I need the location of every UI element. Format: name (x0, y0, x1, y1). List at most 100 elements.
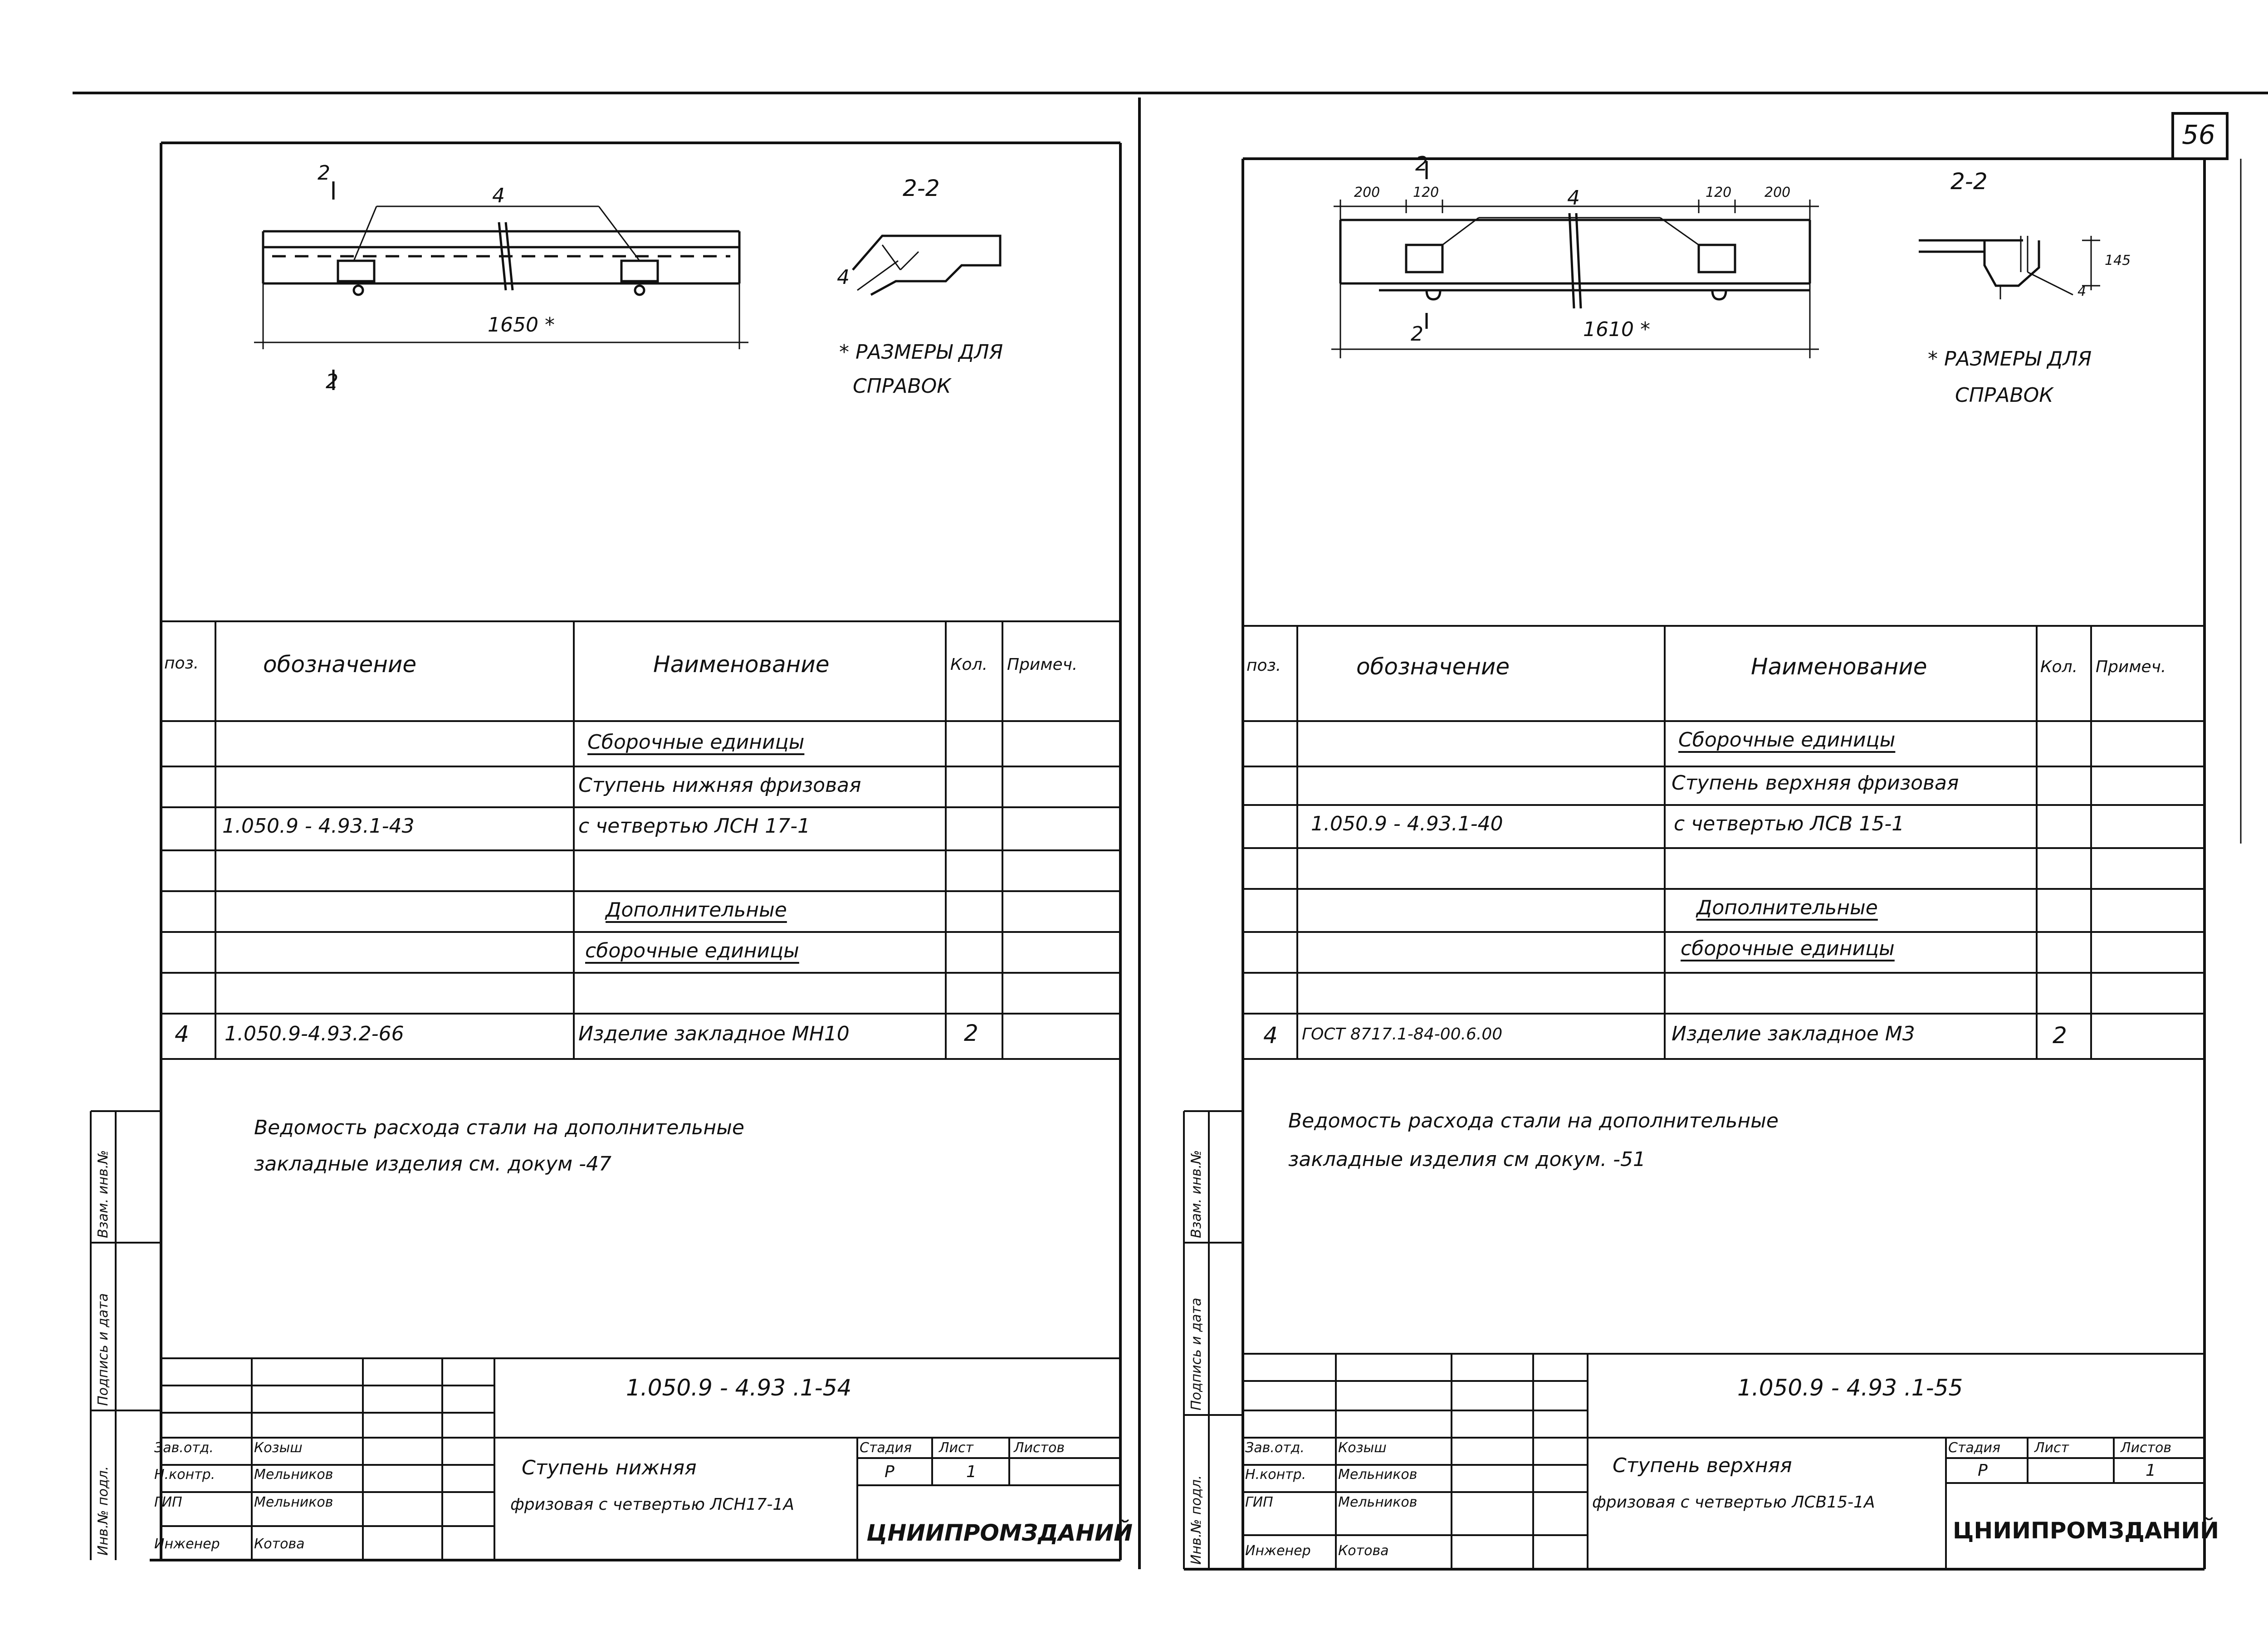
right-steel-note-line1: Ведомость расхода стали на дополнительны… (1288, 1109, 1779, 1132)
right-side-label-inv: Инв.№ подл. (1188, 1475, 1204, 1565)
left-row-designation: 1.050.9 - 4.93.1-43 (222, 815, 415, 838)
left-section-drawing (852, 234, 1002, 296)
left-stamp-code: 1.050.9 - 4.93 .1-54 (626, 1375, 852, 1401)
left-callout: 4 (492, 184, 505, 207)
right-side-label-sign: Подпись и дата (1188, 1298, 1204, 1411)
left-cut-mark-top: 2 (318, 161, 330, 185)
right-stamp-code: 1.050.9 - 4.93 .1-55 (1737, 1375, 1963, 1401)
right-row-pos: 4 (1263, 1022, 1278, 1049)
right-stamp-stage-label: Стадия (1948, 1440, 2001, 1456)
right-steel-note-line2: закладные изделия см докум. -51 (1288, 1148, 1646, 1171)
right-title-block-lines (1243, 1353, 2204, 1569)
right-note-line2: СПРАВОК (1955, 384, 2053, 407)
right-section-drawing (1919, 236, 2100, 299)
right-row-name: Сборочные единицы (1678, 728, 1896, 751)
left-stamp-role: Инженер (154, 1536, 220, 1552)
right-dimension: 1610 * (1583, 318, 1650, 341)
right-stamp-sheet-label: Лист (2034, 1440, 2069, 1456)
right-stamp-person: Котова (1338, 1543, 1389, 1559)
left-stamp-person: Козыш (254, 1440, 303, 1456)
left-stamp-title-line2: фризовая с четвертью ЛСН17-1А (510, 1495, 794, 1514)
right-stamp-title-line1: Ступень верхняя (1613, 1454, 1792, 1477)
right-row-name: Изделие закладное М3 (1672, 1022, 1915, 1045)
right-dim: 4 (2077, 283, 2087, 299)
right-side-label-replace: Взам. инв.№ (1188, 1150, 1204, 1238)
right-row-qty: 2 (2053, 1022, 2067, 1049)
left-stamp-sheets-label: Листов (1014, 1440, 1065, 1456)
right-stamp-sheet: 1 (2146, 1461, 2156, 1480)
right-cut-mark-bottom: 2 (1411, 322, 1423, 346)
right-stamp-person: Козыш (1338, 1440, 1387, 1456)
left-stamp-role: ГИП (154, 1494, 182, 1510)
left-stamp-sheet-label: Лист (939, 1440, 974, 1456)
right-stamp-stage: Р (1978, 1461, 1988, 1480)
right-row-name: Ступень верхняя фризовая (1672, 771, 1959, 795)
right-stamp-role: Зав.отд. (1245, 1440, 1305, 1456)
right-row-name: Дополнительные (1696, 896, 1878, 919)
right-dim: 145 (2105, 253, 2131, 268)
right-dim: 200 (1354, 185, 1380, 200)
left-side-label-replace: Взам. инв.№ (95, 1150, 111, 1238)
right-stamp-title-line2: фризовая с четвертью ЛСВ15-1А (1592, 1493, 1875, 1512)
left-stamp-role: Н.контр. (154, 1467, 215, 1483)
right-dim: 200 (1765, 185, 1791, 200)
left-row-name: Сборочные единицы (587, 731, 805, 754)
right-stamp-role: Инженер (1245, 1543, 1311, 1559)
left-side-strip (90, 1110, 161, 1560)
left-row-name: Изделие закладное МН10 (578, 1022, 850, 1045)
right-header-pos: поз. (1246, 656, 1281, 675)
left-side-label-sign: Подпись и дата (95, 1293, 111, 1406)
left-stamp-title-line1: Ступень нижняя (522, 1456, 697, 1479)
left-row-qty: 2 (964, 1020, 978, 1046)
left-header-qty: Кол. (950, 655, 988, 674)
right-callout: 4 (1567, 186, 1580, 210)
left-note-line2: СПРАВОК (853, 375, 951, 398)
left-section-callout: 4 (837, 266, 850, 289)
left-stamp-person: Котова (254, 1536, 305, 1552)
left-row-pos: 4 (175, 1021, 189, 1047)
left-stamp-org: ЦНИИПРОМЗДАНИЙ (866, 1520, 1133, 1546)
right-stamp-person: Мельников (1338, 1467, 1418, 1483)
left-stamp-role: Зав.отд. (154, 1440, 214, 1456)
right-note-line1: * РАЗМЕРЫ ДЛЯ (1928, 347, 2092, 371)
right-spec-table-lines (1243, 625, 2204, 1060)
left-beam-drawing (254, 181, 748, 390)
left-stamp-sheet: 1 (966, 1463, 977, 1481)
left-side-label-inv: Инв.№ подл. (95, 1466, 111, 1556)
left-row-name: Дополнительные (606, 898, 787, 922)
left-row-name: сборочные единицы (585, 939, 799, 962)
left-cut-mark-bottom: 2 (326, 370, 338, 393)
right-stamp-role: Н.контр. (1245, 1467, 1306, 1483)
left-header-designation: обозначение (263, 651, 417, 678)
right-beam-drawing (1331, 161, 1819, 358)
left-dimension: 1650 * (488, 313, 555, 337)
left-row-name: с четвертью ЛСН 17-1 (578, 815, 811, 838)
right-header-qty: Кол. (2040, 658, 2078, 676)
right-row-designation: 1.050.9 - 4.93.1-40 (1311, 812, 1503, 835)
right-row-designation: ГОСТ 8717.1-84-00.6.00 (1302, 1025, 1503, 1044)
left-row-name: Ступень нижняя фризовая (578, 774, 861, 797)
right-row-name: сборочные единицы (1681, 937, 1895, 960)
right-section-label: 2-2 (1950, 168, 1988, 195)
right-stamp-person: Мельников (1338, 1494, 1418, 1510)
right-stamp-org: ЦНИИПРОМЗДАНИЙ (1953, 1517, 2219, 1544)
right-dim: 120 (1413, 185, 1439, 200)
left-stamp-stage: Р (885, 1463, 894, 1481)
page-number: 56 (2182, 119, 2215, 150)
left-steel-note-line1: Ведомость расхода стали на дополнительны… (254, 1116, 744, 1139)
right-stamp-role: ГИП (1245, 1494, 1273, 1510)
right-cut-mark-top: 2 (1415, 152, 1428, 176)
right-side-strip (1183, 1110, 1243, 1569)
left-title-block-lines (161, 1357, 1120, 1560)
left-spec-table-lines (161, 620, 1120, 1060)
left-header-name: Наименование (653, 651, 830, 678)
left-header-pos: поз. (164, 654, 199, 673)
right-header-designation: обозначение (1356, 654, 1510, 680)
left-row-designation: 1.050.9-4.93.2-66 (225, 1022, 404, 1045)
left-stamp-stage-label: Стадия (860, 1440, 912, 1456)
right-row-name: с четвертью ЛСВ 15-1 (1674, 812, 1905, 835)
left-stamp-person: Мельников (254, 1494, 333, 1510)
left-steel-note-line2: закладные изделия см. докум -47 (254, 1152, 612, 1176)
right-dim: 120 (1706, 185, 1732, 200)
